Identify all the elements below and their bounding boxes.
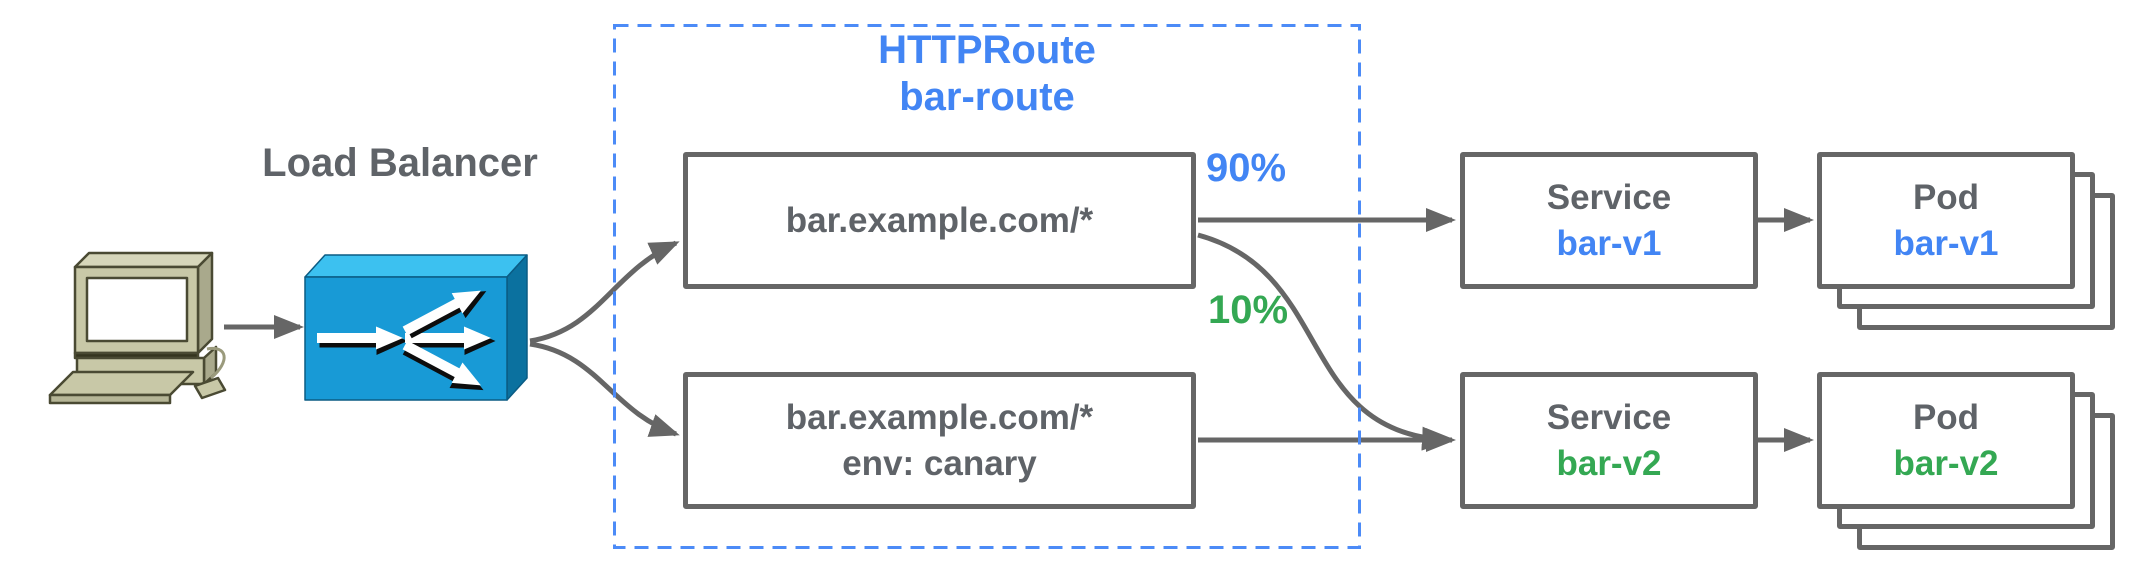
- pod-card-front: Pod bar-v1: [1817, 152, 2075, 289]
- service-bar-v2-name: bar-v2: [1556, 443, 1662, 483]
- route-rule-2-header-match: env: canary: [842, 443, 1037, 483]
- service-bar-v2-kind: Service: [1546, 397, 1672, 437]
- dashed-border: [613, 24, 1361, 549]
- pod-bar-v2-kind: Pod: [1912, 397, 1980, 437]
- pod-bar-v1-kind: Pod: [1912, 177, 1980, 217]
- arrow-lb-to-route1: [529, 240, 680, 344]
- route-rule-2-match: bar.example.com/*: [785, 397, 1094, 437]
- httproute-title: HTTPRoute bar-route: [613, 27, 1361, 121]
- load-balancer-label: Load Balancer: [262, 141, 538, 185]
- weight-label-10: 10%: [1208, 288, 1289, 332]
- pod-card-front: Pod bar-v2: [1817, 372, 2075, 509]
- service-bar-v1: Service bar-v1: [1460, 152, 1758, 289]
- pod-bar-v1-name: bar-v1: [1893, 223, 1999, 263]
- pod-stack-bar-v2: Pod bar-v2: [1817, 372, 2115, 550]
- pod-bar-v2-name: bar-v2: [1893, 443, 1999, 483]
- route-rule-1: bar.example.com/*: [683, 152, 1196, 289]
- arrow-route1-to-service2-10: [1197, 232, 1452, 451]
- httproute-kind: HTTPRoute: [878, 28, 1096, 72]
- pod-stack-bar-v1: Pod bar-v1: [1817, 152, 2115, 330]
- weight-label-90: 90%: [1206, 146, 1287, 190]
- load-balancer-icon: [304, 254, 528, 403]
- service-bar-v2: Service bar-v2: [1460, 372, 1758, 509]
- route-rule-1-match: bar.example.com/*: [785, 200, 1094, 240]
- client-computer-icon: [48, 251, 227, 405]
- service-bar-v1-kind: Service: [1546, 177, 1672, 217]
- arrow-lb-to-route2: [529, 341, 680, 437]
- service-bar-v1-name: bar-v1: [1556, 223, 1662, 263]
- httproute-boundary: [613, 24, 1361, 549]
- route-rule-2: bar.example.com/* env: canary: [683, 372, 1196, 509]
- httproute-name: bar-route: [899, 75, 1075, 119]
